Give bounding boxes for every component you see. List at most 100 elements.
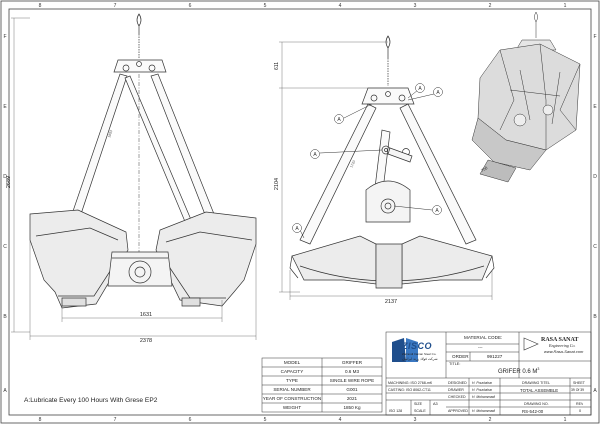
border-number-bottom: 2	[489, 417, 492, 423]
material-code-label: MATERIAL CODE:	[464, 335, 503, 340]
border-number-top: 4	[339, 3, 342, 9]
left-hub	[107, 251, 173, 287]
inner-frame	[8, 8, 592, 416]
logo-text: ZISCO	[402, 341, 433, 351]
dim-mid-arm: 1720	[349, 160, 356, 169]
border-letter-right: E	[593, 104, 597, 110]
spec-label: YEAR OF CONSTRUCTION	[262, 396, 322, 401]
left-shell-right	[155, 211, 257, 307]
approved-value: H. Mohammadi	[472, 409, 495, 413]
border-letter-right: B	[593, 314, 597, 320]
callout-letter: A	[436, 90, 440, 96]
order-value: 991227	[487, 354, 503, 359]
approved-label: APPROVED	[448, 409, 468, 413]
callout-letter: A	[418, 86, 422, 92]
border-number-top: 8	[39, 3, 42, 9]
spec-value: G001	[346, 387, 358, 392]
spec-label: SERIAL NUMBER	[273, 387, 311, 392]
border-letter-left: F	[3, 34, 6, 40]
left-view-grab	[29, 13, 257, 309]
mid-shell-left	[291, 235, 377, 285]
drawn-value: H. Pourbahar	[472, 388, 493, 392]
mid-center-tooth	[375, 243, 403, 289]
logo-fa: شرکت فولاد زرند ایرانیان	[402, 357, 438, 361]
title-label: TITLE:	[449, 362, 461, 366]
mid-shell-right	[401, 235, 493, 285]
iso-view-grab	[471, 11, 581, 183]
company-sub: Engineering Co.	[549, 343, 576, 348]
border-letter-left: C	[3, 244, 7, 250]
drawing-no-value: RS-542-00	[522, 409, 544, 414]
spec-value: SINGLE WIRE ROPE	[329, 378, 375, 383]
designed-value: H. Pourbahar	[472, 381, 493, 385]
spec-value: 2021	[346, 396, 358, 401]
border-letter-left: E	[3, 104, 7, 110]
mid-view-grab	[289, 35, 495, 289]
border-number-bottom: 6	[189, 417, 192, 423]
border-letter-right: D	[593, 174, 597, 180]
dim-mid-width: 2137	[385, 299, 397, 305]
lubrication-callouts	[292, 83, 443, 239]
scale-label: SCALE	[414, 409, 426, 413]
callout-letter: A	[295, 226, 299, 232]
dim-left-height: 2689	[6, 176, 12, 188]
drawing-title-label: DRAWING TITEL	[522, 381, 550, 385]
order-label: ORDER	[452, 354, 469, 359]
casting-tolerance: CASTING: ISO 8062-CT11	[388, 388, 431, 392]
title-value: GRIFER 0.6 M3	[498, 367, 539, 375]
border-number-bottom: 7	[114, 417, 117, 423]
company-name: RASA SANAT	[541, 337, 579, 343]
rev-label: REV	[576, 402, 584, 406]
spec-label: WEIGHT	[282, 405, 302, 410]
border-letter-left: B	[3, 314, 7, 320]
dim-left-arm: 1803	[107, 130, 113, 139]
rev-value: 0	[579, 409, 582, 413]
mid-hook	[385, 35, 391, 58]
spec-value: 0.6 M3	[344, 369, 360, 374]
sheet-value: 39 Of 39	[571, 388, 585, 392]
dim-iso: 750	[480, 165, 489, 173]
zisco-logo	[392, 338, 418, 362]
callout-letter: A	[435, 208, 439, 214]
mid-dimensions	[279, 41, 493, 300]
border-number-top: 2	[489, 3, 492, 9]
callout-letter: A	[313, 152, 317, 158]
drawing-no-label: DRAWING NO.	[524, 402, 549, 406]
checked-value: H. Mohammadi	[472, 395, 495, 399]
mid-arm-left	[299, 103, 377, 245]
dim-left-inner-width: 1631	[140, 312, 152, 318]
designed-label: DESIGNED	[448, 381, 467, 385]
border-number-top: 6	[189, 3, 192, 9]
border-left-letters: F E D C B A	[3, 34, 7, 394]
checked-label: CHECKED	[448, 395, 466, 399]
border-number-top: 3	[414, 3, 417, 9]
border-letter-right: C	[593, 244, 597, 250]
drawn-label: DRAWER	[448, 388, 464, 392]
company-url: www.Rasa-Sanat.com	[544, 349, 584, 354]
border-letter-left: A	[3, 388, 7, 394]
border-number-bottom: 8	[39, 417, 42, 423]
spec-label: MODEL	[283, 360, 301, 365]
spec-table-grid	[261, 357, 383, 413]
size-value: A3	[433, 402, 438, 406]
callout-letters: A A A A A A	[295, 86, 440, 232]
callout-letter: A	[337, 117, 341, 123]
border-number-bottom: 3	[414, 417, 417, 423]
size-label: SIZE	[414, 402, 422, 406]
iso-label: ISO 128	[389, 409, 403, 413]
left-dimensions	[11, 17, 257, 340]
mid-top-head	[361, 87, 415, 105]
border-number-bottom: 5	[264, 417, 267, 423]
border-letter-left: D	[3, 174, 7, 180]
sheet-label: SHEET	[573, 381, 585, 385]
left-arm-right	[150, 73, 215, 218]
mid-arm-right	[399, 103, 477, 245]
lubrication-note: A:Lubricate Every 100 Hours With Grese E…	[24, 397, 158, 404]
border-number-bottom: 4	[339, 417, 342, 423]
logo-sub: Zarrandi Iranian Steel Co.	[402, 352, 437, 356]
